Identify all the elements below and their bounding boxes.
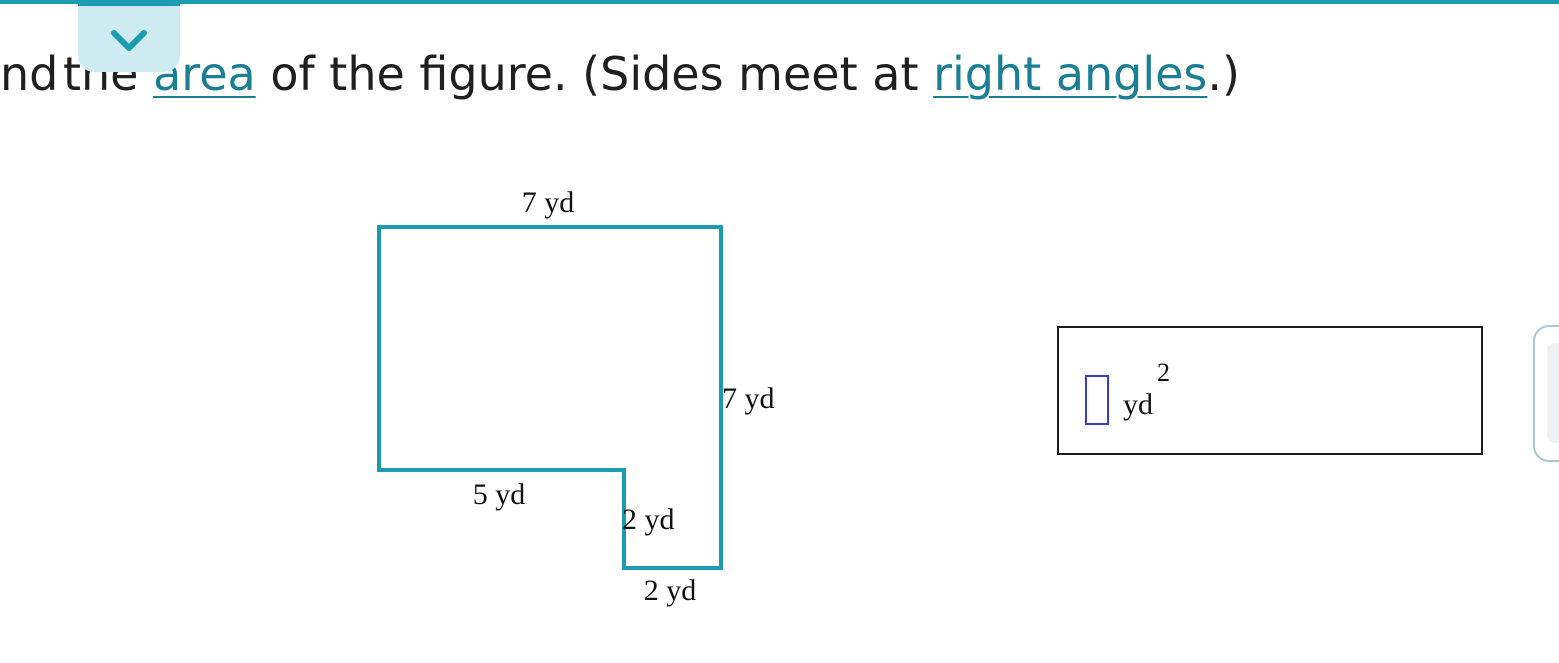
question-suffix: .) bbox=[1207, 47, 1240, 101]
side-toolbar-panel[interactable] bbox=[1533, 325, 1559, 462]
right-angles-link[interactable]: right angles bbox=[933, 47, 1208, 101]
collapse-toggle-button[interactable] bbox=[78, 0, 180, 72]
answer-box: yd 2 bbox=[1057, 326, 1483, 455]
top-accent-bar bbox=[0, 0, 1559, 4]
label-notch-side: 2 yd bbox=[622, 503, 675, 536]
answer-input[interactable] bbox=[1085, 375, 1109, 425]
label-right: 7 yd bbox=[722, 382, 775, 415]
question-middle: of the figure. (Sides meet at bbox=[255, 47, 934, 101]
label-notch-bottom: 2 yd bbox=[644, 574, 697, 607]
answer-unit: yd bbox=[1123, 388, 1153, 421]
question-text: nd the area of the figure. (Sides meet a… bbox=[0, 44, 1240, 104]
figure-outline bbox=[377, 225, 723, 570]
question-prefix: nd bbox=[0, 47, 73, 101]
side-toolbar-button[interactable] bbox=[1547, 343, 1559, 443]
chevron-down-icon bbox=[111, 30, 147, 51]
label-top: 7 yd bbox=[522, 186, 575, 219]
l-shaped-figure: 7 yd 7 yd 5 yd 2 yd 2 yd bbox=[377, 186, 775, 607]
label-bottom-left: 5 yd bbox=[473, 478, 526, 511]
answer-exponent: 2 bbox=[1157, 358, 1170, 387]
